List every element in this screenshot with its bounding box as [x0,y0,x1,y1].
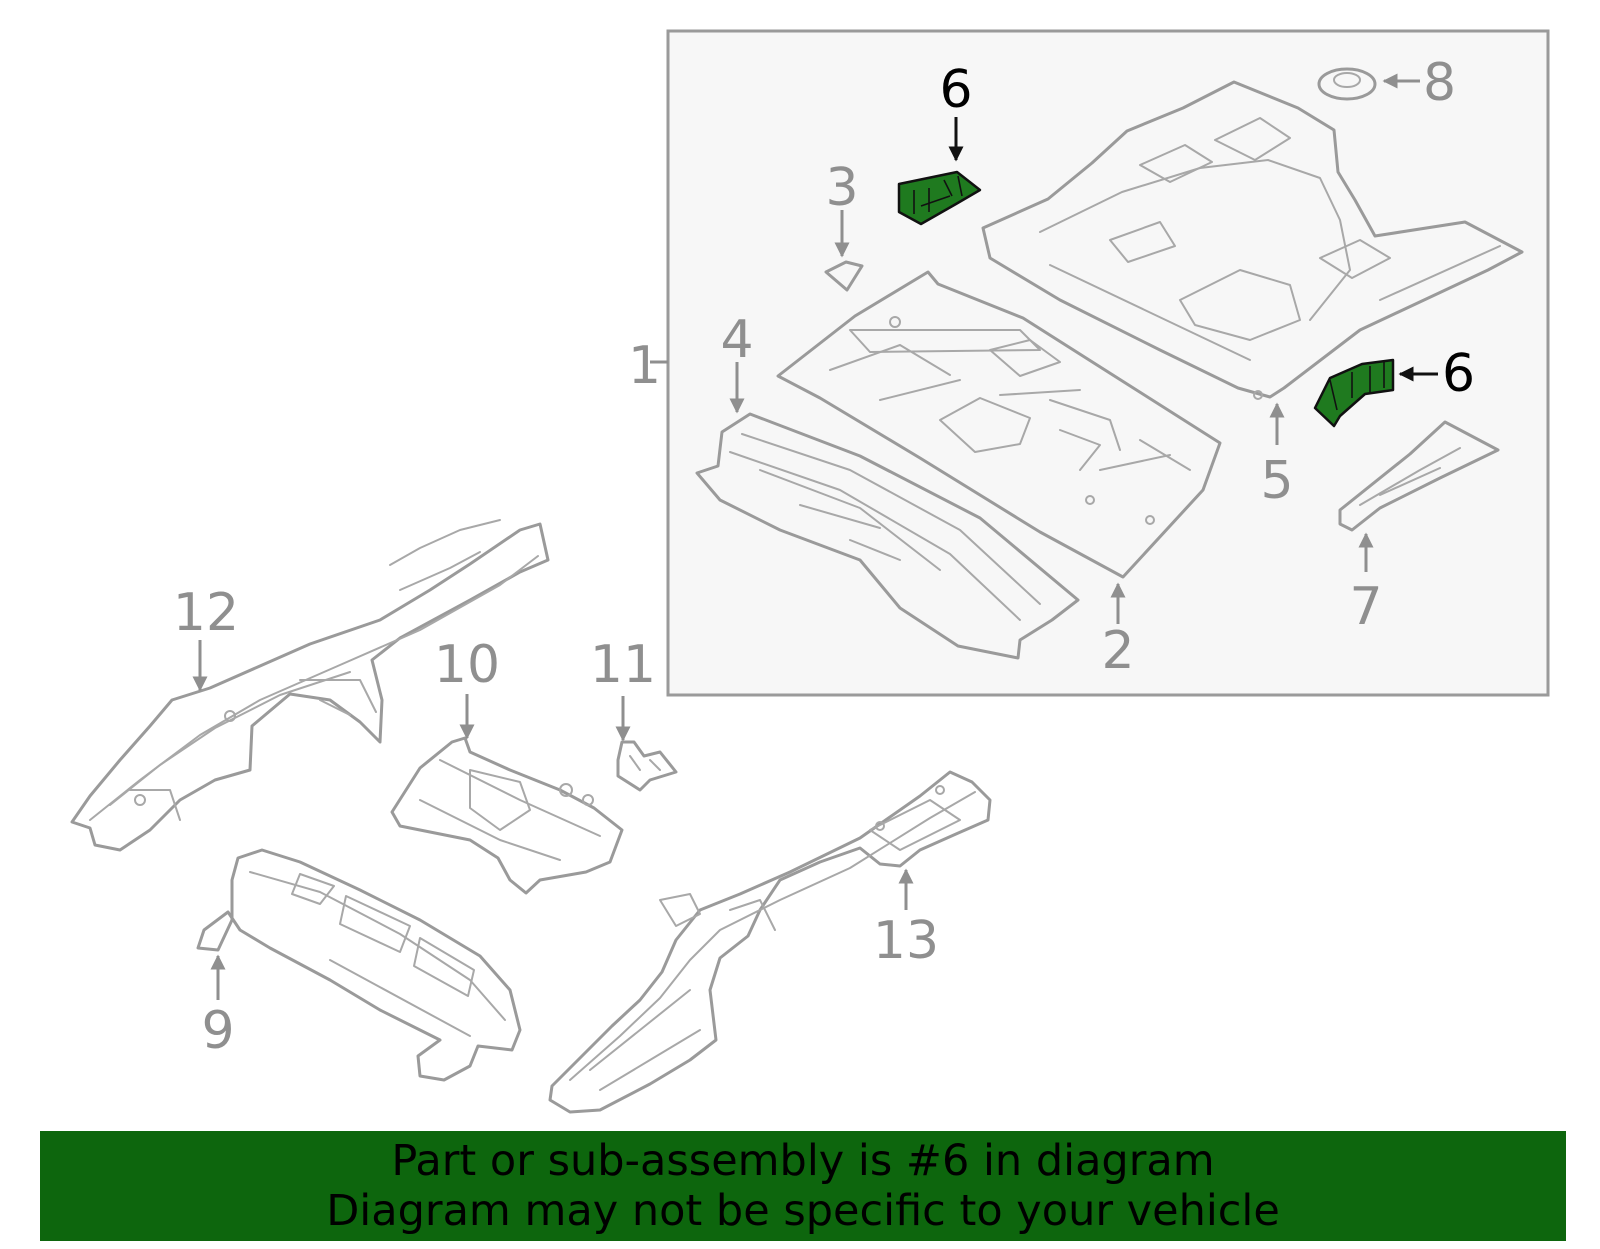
callout-10: 10 [434,635,500,695]
part-5-rear-floor-pan[interactable] [981,80,1524,400]
part-7-bracket[interactable] [1338,420,1500,532]
part-2-floor-panel[interactable] [776,270,1222,579]
part-3-pad[interactable] [824,260,864,292]
part-8-grommet[interactable] [1317,67,1377,101]
info-banner: Part or sub-assembly is #6 in diagram Di… [40,1131,1566,1241]
callout-11: 11 [590,635,656,695]
callout-1: 1 [628,336,661,396]
part-13-side-rail[interactable] [548,770,992,1114]
callout-13: 13 [873,911,939,971]
callout-12: 12 [173,583,239,643]
assembly-inset-box [666,29,1550,697]
banner-line-2: Diagram may not be specific to your vehi… [326,1186,1280,1236]
callout-9: 9 [201,1001,234,1061]
callout-4: 4 [720,310,753,370]
part-9-cross-beam[interactable] [196,848,522,1082]
banner-line-1: Part or sub-assembly is #6 in diagram [391,1136,1215,1186]
callout-2: 2 [1101,621,1134,681]
part-6-bracket-upper[interactable] [897,170,982,226]
callout-3: 3 [825,158,858,218]
part-11-small-bracket[interactable] [616,740,678,792]
callout-6-right: 6 [1442,344,1475,404]
part-4-cross-member[interactable] [695,412,1080,660]
callout-8: 8 [1423,53,1456,113]
callout-7: 7 [1349,577,1382,637]
part-6-bracket-right[interactable] [1313,358,1395,428]
part-10-frame-bracket[interactable] [390,736,624,895]
callout-5: 5 [1260,451,1293,511]
part-12-side-rail[interactable] [70,519,550,852]
callout-6-upper: 6 [939,60,972,120]
